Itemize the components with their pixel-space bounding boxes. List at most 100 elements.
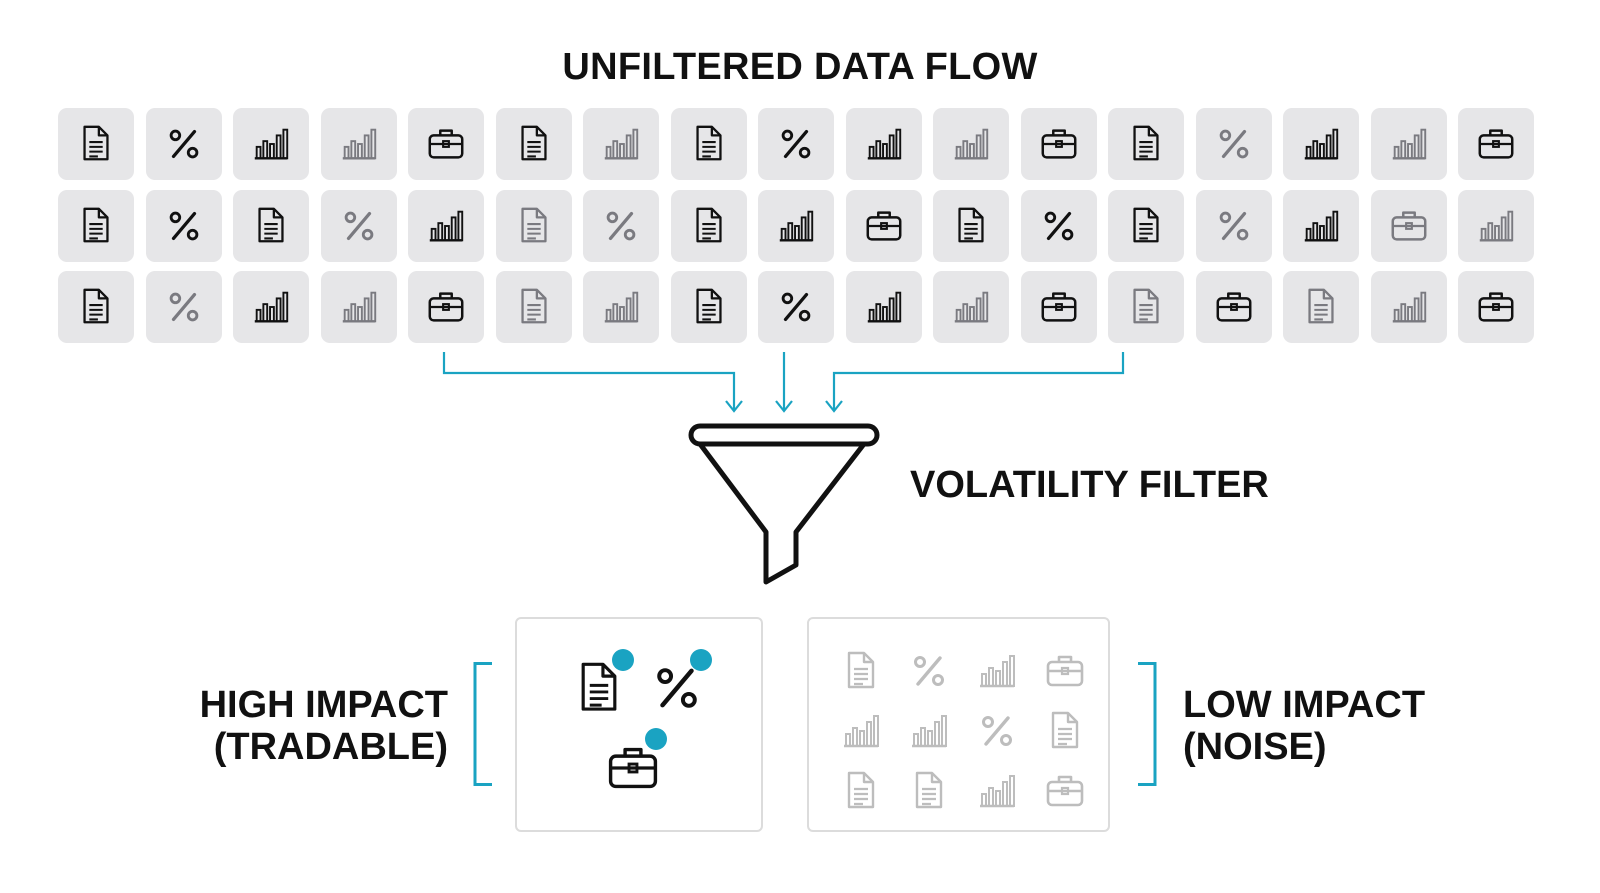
data-tile: [1370, 271, 1447, 343]
data-tile: [58, 189, 134, 262]
data-tile: [58, 108, 134, 180]
data-tile: [233, 189, 309, 262]
low-impact-box: [807, 617, 1110, 832]
bar-chart-icon: [1304, 128, 1339, 160]
noise-item: [827, 701, 895, 761]
noise-item: [1031, 641, 1099, 701]
high-impact-line2: (TRADABLE): [213, 726, 448, 768]
data-tile: [1458, 271, 1534, 343]
data-tile: [933, 271, 1009, 343]
data-tile: [933, 189, 1009, 262]
noise-item: [827, 641, 895, 701]
data-tile: [145, 189, 222, 262]
percent-icon: [1219, 129, 1248, 159]
document-icon: [915, 771, 943, 809]
briefcase-icon: [608, 747, 658, 789]
bar-chart-icon: [867, 291, 901, 323]
document-icon: [847, 651, 875, 689]
data-tile: [583, 271, 659, 343]
data-tile: [145, 108, 222, 180]
noise-item: [963, 641, 1031, 701]
bar-chart-icon: [844, 715, 879, 748]
document-icon: [1133, 288, 1159, 324]
high-impact-bracket: [473, 662, 492, 786]
percent-icon: [982, 716, 1012, 746]
high-impact-item: [648, 659, 706, 722]
data-tile: [583, 189, 659, 262]
briefcase-icon: [1041, 292, 1076, 322]
data-flow-grid: [58, 108, 1534, 343]
data-tile: [1195, 271, 1272, 343]
document-icon: [695, 125, 722, 161]
briefcase-icon: [1478, 292, 1514, 322]
briefcase-icon: [1391, 210, 1426, 241]
briefcase-icon: [866, 210, 901, 241]
document-icon: [258, 207, 284, 242]
bar-chart-icon: [1392, 128, 1426, 160]
document-icon: [1308, 288, 1334, 324]
data-tile: [1283, 271, 1359, 343]
data-tile: [58, 271, 134, 343]
bar-chart-icon: [912, 715, 947, 748]
arrowhead-right: [825, 400, 843, 413]
document-icon: [83, 125, 109, 161]
document-icon: [695, 288, 722, 324]
noise-item: [827, 761, 895, 821]
briefcase-icon: [1046, 655, 1084, 687]
briefcase-icon: [1478, 129, 1514, 159]
data-tile: [1108, 271, 1184, 343]
impact-dot: [690, 649, 712, 671]
flow-line-left: [442, 352, 736, 410]
high-impact-item: [570, 659, 628, 722]
data-tile: [1020, 189, 1097, 262]
briefcase-icon: [1216, 292, 1251, 322]
percent-icon: [1044, 211, 1073, 240]
bar-chart-icon: [779, 210, 814, 241]
percent-icon: [169, 129, 198, 159]
data-tile: [320, 189, 397, 262]
data-tile: [758, 108, 834, 180]
bar-chart-icon: [980, 775, 1015, 808]
data-tile: [408, 108, 484, 180]
data-tile: [583, 108, 659, 180]
noise-item: [895, 641, 963, 701]
high-impact-line1: HIGH IMPACT: [199, 684, 448, 726]
volatility-filter-label: VOLATILITY FILTER: [910, 464, 1269, 506]
briefcase-icon: [1041, 129, 1076, 159]
document-icon: [1133, 207, 1159, 242]
flow-line-right: [832, 352, 1125, 410]
percent-icon: [344, 211, 373, 240]
data-tile: [320, 108, 397, 180]
bar-chart-icon: [980, 655, 1015, 688]
data-tile: [1020, 108, 1097, 180]
percent-icon: [1219, 211, 1248, 240]
noise-item: [963, 761, 1031, 821]
data-tile: [408, 189, 484, 262]
data-tile: [1195, 189, 1272, 262]
bar-chart-icon: [604, 291, 639, 323]
high-impact-label: HIGH IMPACT (TRADABLE): [130, 684, 448, 768]
noise-item: [895, 701, 963, 761]
data-tile: [233, 108, 309, 180]
data-tile: [1108, 108, 1184, 180]
data-tile: [1370, 189, 1447, 262]
bar-chart-icon: [604, 128, 639, 160]
bar-chart-icon: [1392, 291, 1426, 323]
data-tile: [1283, 189, 1359, 262]
bar-chart-icon: [1479, 210, 1514, 241]
document-icon: [1133, 125, 1159, 161]
bar-chart-icon: [954, 128, 989, 160]
high-impact-box: [515, 617, 763, 832]
data-tile: [758, 271, 834, 343]
data-tile: [758, 189, 834, 262]
low-impact-line1: LOW IMPACT: [1183, 684, 1426, 726]
data-tile: [145, 271, 222, 343]
low-impact-line2: (NOISE): [1183, 726, 1327, 768]
bar-chart-icon: [429, 210, 464, 241]
document-icon: [83, 288, 109, 324]
bar-chart-icon: [342, 291, 376, 323]
bar-chart-icon: [1304, 210, 1339, 241]
document-icon: [520, 288, 547, 324]
bar-chart-icon: [254, 128, 289, 160]
data-tile: [1195, 108, 1272, 180]
